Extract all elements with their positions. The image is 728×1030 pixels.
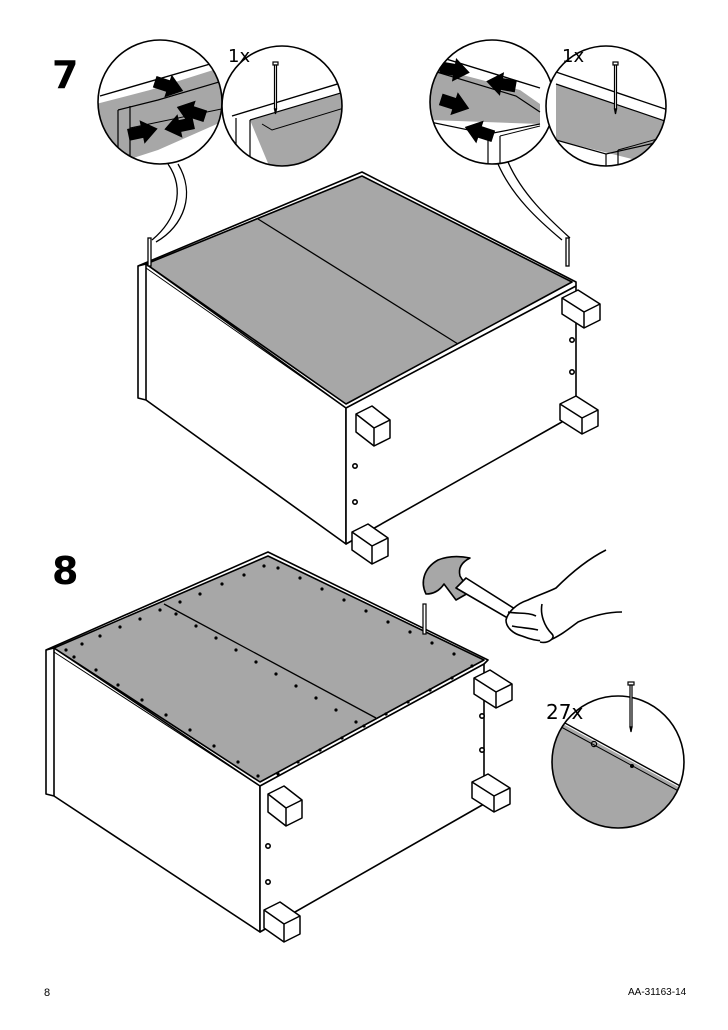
hand-arm	[505, 549, 623, 644]
step8-cabinet	[45, 551, 489, 933]
step7-cabinet	[137, 171, 577, 545]
step7-detail-right-arrows	[429, 39, 555, 165]
step7-detail-left-nail	[221, 45, 343, 167]
step7-foot-blocks	[351, 289, 601, 565]
document-code: AA-31163-14	[628, 987, 687, 998]
nail-icon	[272, 61, 279, 115]
step7-callout-leaders	[151, 161, 571, 243]
step7-back-panel	[145, 175, 573, 405]
step7-nails	[147, 237, 570, 267]
step8-foot-blocks	[263, 669, 513, 943]
step8-back-panel	[53, 555, 485, 783]
step8-nail	[422, 603, 427, 635]
step7-left-quantity: 1x	[228, 46, 251, 67]
step7-detail-left-arrows	[97, 39, 223, 165]
step-number-7: 7	[52, 53, 79, 97]
step7-right-quantity: 1x	[562, 46, 585, 67]
nail-icon	[612, 61, 619, 115]
step8-detail-nail	[551, 681, 685, 829]
nail-icon	[627, 681, 635, 733]
step7-detail-right-nail	[545, 45, 667, 167]
step8-nail-dots	[64, 564, 474, 778]
step8-quantity: 27x	[546, 700, 584, 724]
page-number: 8	[44, 987, 51, 999]
step-number-8: 8	[52, 549, 79, 593]
